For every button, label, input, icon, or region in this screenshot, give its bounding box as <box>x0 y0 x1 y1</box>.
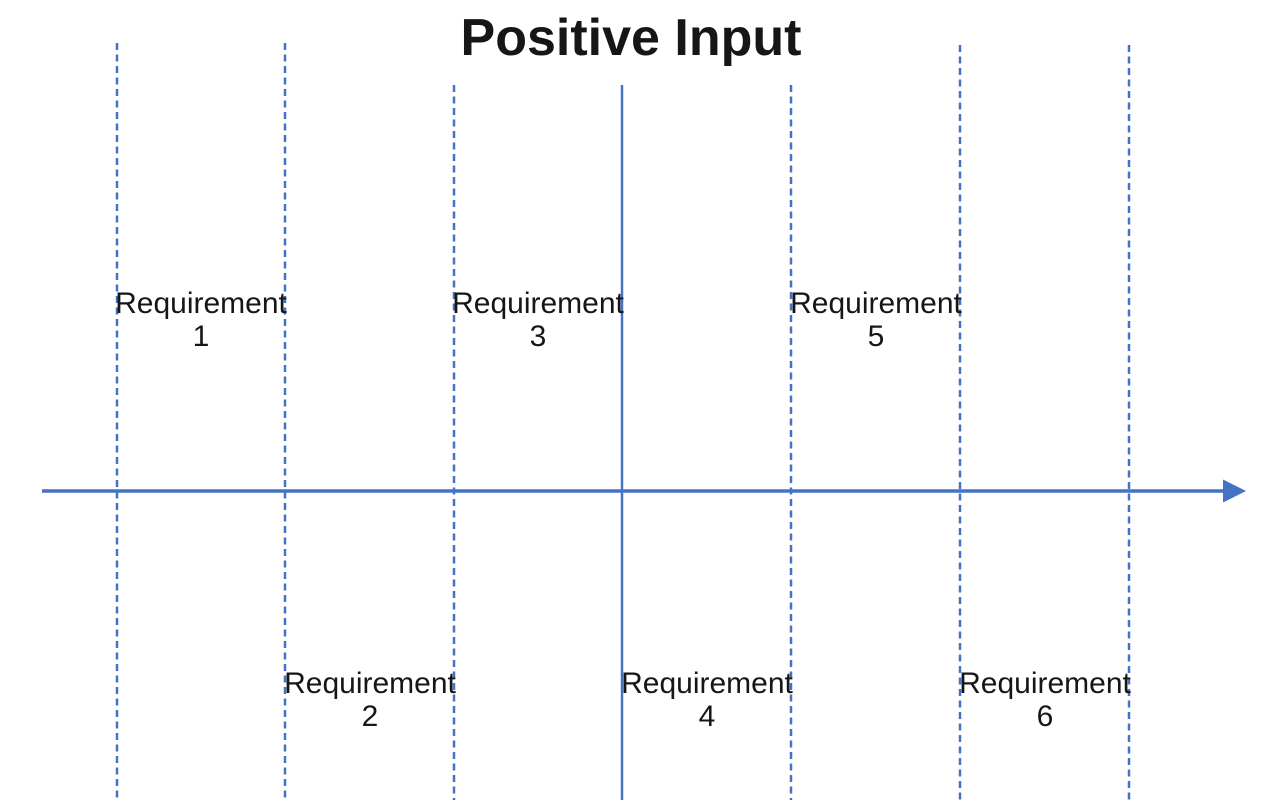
requirement-label-text: Requirement <box>790 287 962 320</box>
requirement-label-number: 3 <box>529 320 547 353</box>
requirement-label-number: 2 <box>361 700 379 733</box>
requirement-label-text: Requirement <box>284 667 456 700</box>
requirement-label-number: 5 <box>867 320 885 353</box>
page-title: Positive Input <box>460 9 802 67</box>
requirement-label-text: Requirement <box>621 667 793 700</box>
requirement-label-number: 1 <box>192 320 210 353</box>
requirement-label-text: Requirement <box>452 287 624 320</box>
requirement-label-number: 4 <box>698 700 716 733</box>
requirement-label-text: Requirement <box>959 667 1131 700</box>
axis-arrowhead-icon <box>1223 479 1246 503</box>
requirement-label-text: Requirement <box>115 287 287 320</box>
requirement-label-number: 6 <box>1036 700 1054 733</box>
